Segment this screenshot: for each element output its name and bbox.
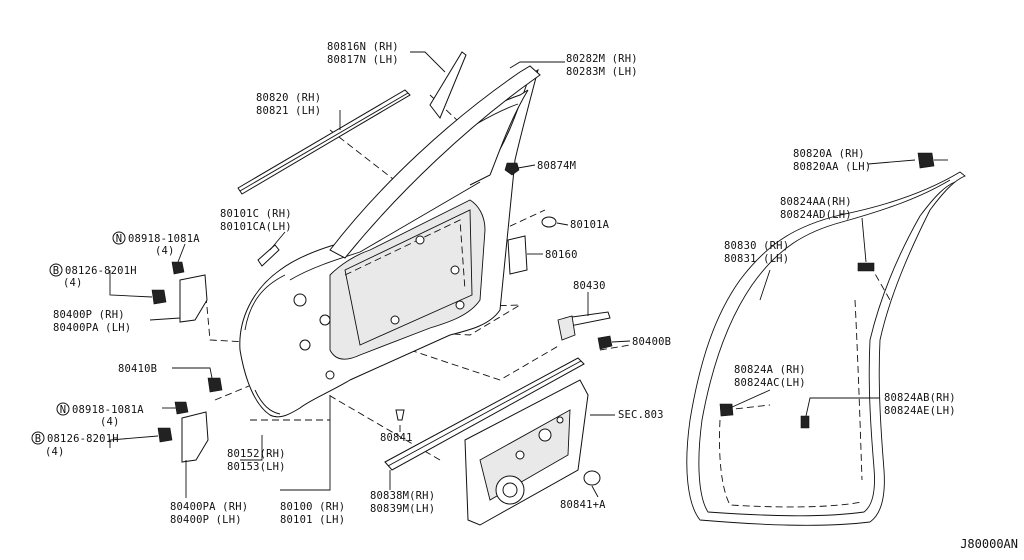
label-80841a: 80841+A: [560, 499, 606, 511]
label-80820: 80820 (RH): [256, 92, 321, 104]
n-mark-upper-icon: [112, 231, 126, 245]
label-80830: 80830 (RH): [724, 240, 789, 252]
label-80152: 80152(RH): [227, 448, 286, 460]
cap-80101a-icon: [541, 216, 557, 228]
label-80816n: 80816N (RH): [327, 41, 399, 53]
label-80820aa: 80820AA (LH): [793, 161, 871, 173]
label-80824ac: 80824AC(LH): [734, 377, 806, 389]
label-80410b: 80410B: [118, 363, 157, 375]
upper-hinge-80400p-icon: [179, 274, 208, 323]
sash-trim-80816: [429, 51, 467, 119]
b-mark-lower-icon: [31, 431, 45, 445]
label-80160-icon: [507, 235, 528, 275]
door-hole: [390, 315, 400, 325]
door-hole: [293, 293, 307, 307]
b-mark-upper-icon: [49, 263, 63, 277]
inner-seal-80838: [384, 357, 585, 471]
n-mark-lower-icon: [56, 402, 70, 416]
small-parts: [151, 152, 948, 486]
bolt-08126-lower-icon: [157, 427, 173, 443]
lower-hinge-80400pa-icon: [181, 411, 209, 463]
label-80821: 80821 (LH): [256, 105, 321, 117]
bolt-80400b-icon: [597, 335, 613, 350]
label-80400p-lower: 80400P (LH): [170, 514, 242, 526]
label-80824a: 80824A (RH): [734, 364, 806, 376]
n-mark-lower: N: [60, 404, 67, 416]
label-80101c: 80101C (RH): [220, 208, 292, 220]
label-80841: 80841: [380, 432, 413, 444]
label-80101ca: 80101CA(LH): [220, 221, 292, 233]
label-80101a: 80101A: [570, 219, 610, 231]
label-08918-upper-qty: (4): [155, 245, 175, 257]
door-hole: [455, 300, 465, 310]
label-80101: 80101 (LH): [280, 514, 345, 526]
label-80839m: 80839M(LH): [370, 503, 435, 515]
window-moulding-80820: [237, 89, 411, 195]
bolt-80820a-icon: [917, 152, 935, 169]
filler-80101c: [257, 244, 280, 267]
label-80100: 80100 (RH): [280, 501, 345, 513]
label-08918-lower-qty: (4): [100, 416, 120, 428]
label-sec803: SEC.803: [618, 409, 664, 421]
label-08918-lower: 08918-1081A: [72, 404, 144, 416]
label-80400b: 80400B: [632, 336, 671, 348]
label-08126-upper: 08126-8201H: [65, 265, 137, 277]
panel-hole: [556, 416, 564, 424]
front-door-shell: [239, 68, 539, 418]
cap-80841a-icon: [583, 470, 601, 486]
plug-80841-icon: [395, 409, 405, 421]
label-80400pa-upper: 80400PA (LH): [53, 322, 131, 334]
trim-panel-sec803: [464, 379, 589, 526]
callout-labels: 80816N (RH) 80817N (LH) 80282M (RH) 8028…: [45, 41, 1018, 551]
prefix-marks: N B N B: [31, 231, 126, 445]
clip-80824ab-icon: [800, 415, 810, 429]
label-80400pa-lower: 80400PA (RH): [170, 501, 248, 513]
label-80817n: 80817N (LH): [327, 54, 399, 66]
label-80282m: 80282M (RH): [566, 53, 638, 65]
door-weatherstrip: [686, 171, 966, 526]
door-hole: [299, 339, 311, 351]
outer-moulding-80282: [329, 65, 541, 259]
label-80824ae: 80824AE(LH): [884, 405, 956, 417]
speaker-opening-inner: [502, 482, 518, 498]
label-80283m: 80283M (LH): [566, 66, 638, 78]
label-80824ab: 80824AB(RH): [884, 392, 956, 404]
clip-80824aa-icon: [857, 262, 875, 272]
door-hole: [319, 314, 331, 326]
door-hole: [415, 235, 425, 245]
b-mark-upper: B: [53, 265, 60, 277]
bolt-80410b-icon: [207, 377, 223, 393]
label-80400p-upper: 80400P (RH): [53, 309, 125, 321]
label-80838m: 80838M(RH): [370, 490, 435, 502]
panel-hole: [538, 428, 552, 442]
leader-lines: [109, 51, 916, 498]
door-hole: [450, 265, 460, 275]
nut-08918-lower-icon: [174, 401, 189, 415]
clip-80824a-icon: [719, 403, 734, 417]
label-80831: 80831 (LH): [724, 253, 789, 265]
bolt-80874m-icon: [504, 162, 520, 176]
label-80430: 80430: [573, 280, 606, 292]
bolt-08126-upper-icon: [151, 289, 167, 305]
label-08918-upper: 08918-1081A: [128, 233, 200, 245]
b-mark-lower: B: [35, 433, 42, 445]
n-mark-upper: N: [116, 233, 123, 245]
label-80874m: 80874M: [537, 160, 576, 172]
label-80160: 80160: [545, 249, 578, 261]
door-hole: [325, 370, 335, 380]
label-80824ad: 80824AD(LH): [780, 209, 852, 221]
nut-08918-upper-icon: [171, 261, 185, 275]
panel-hole: [515, 450, 525, 460]
label-08126-lower: 08126-8201H: [47, 433, 119, 445]
diagram-code: J80000AN: [960, 537, 1018, 551]
label-80820a: 80820A (RH): [793, 148, 865, 160]
label-08126-upper-qty: (4): [63, 277, 83, 289]
label-80153: 80153(LH): [227, 461, 286, 473]
label-80824aa: 80824AA(RH): [780, 196, 852, 208]
label-08126-lower-qty: (4): [45, 446, 65, 458]
